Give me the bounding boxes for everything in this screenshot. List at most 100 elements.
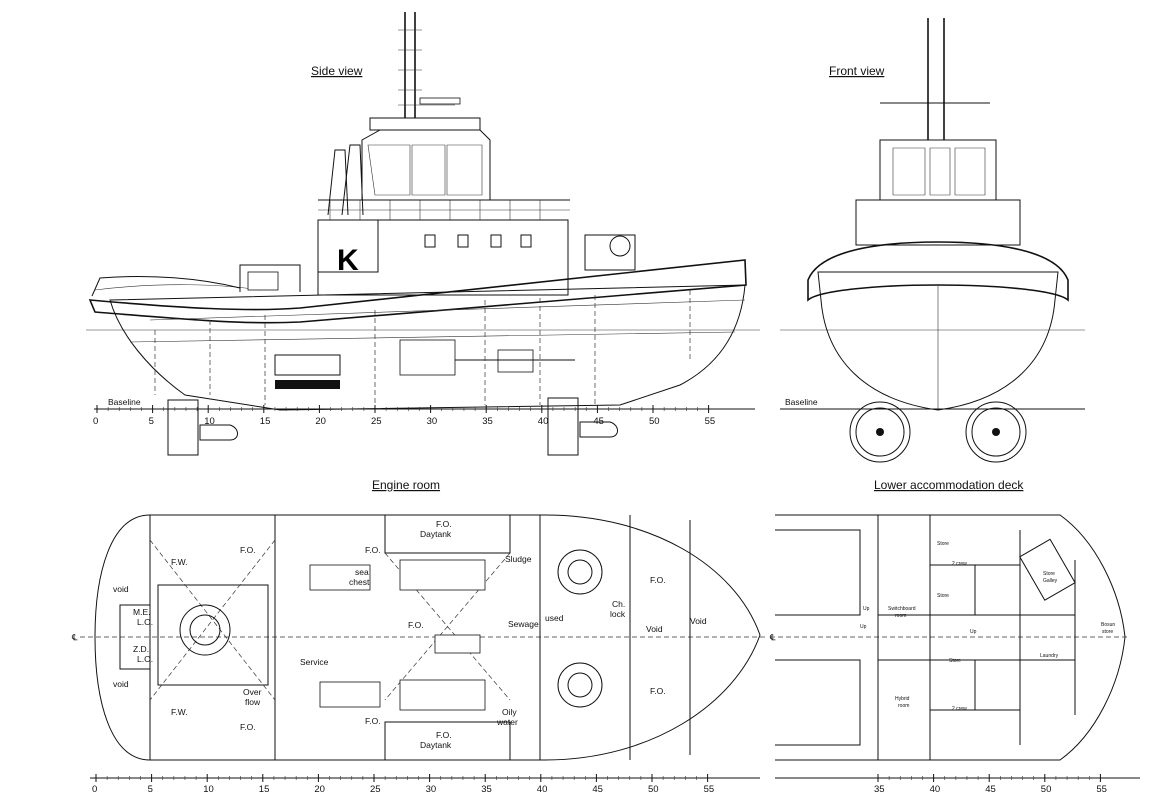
sea-chest-label: sea [355, 567, 369, 577]
fw-label: F.W. [171, 557, 188, 567]
fo-label: F.O. [408, 620, 424, 630]
front-thruster-left [849, 401, 911, 463]
scale-tick-label: 15 [260, 416, 271, 427]
thruster-plan-aft [179, 604, 231, 656]
engine-cl-mark: ℄ [71, 632, 78, 642]
scale-tick-label: 40 [537, 784, 548, 795]
gen-top [309, 564, 371, 591]
main-engine [399, 339, 456, 376]
switchboard-label: Switchboard [888, 606, 916, 612]
lower-cabins [930, 564, 1020, 711]
engine-room-title: Engine room [372, 478, 440, 492]
bosun-label: Bosun [1101, 622, 1115, 628]
scale-tick-label: 55 [704, 784, 715, 795]
scale-tick-label: 0 [93, 416, 98, 427]
scale-tick-label: 10 [203, 784, 214, 795]
thruster-plan-fwd-bottom [557, 662, 603, 708]
me-lo-label: M.E. [133, 607, 150, 617]
store-label: Store [937, 593, 949, 599]
oily-water-label-2: water [496, 717, 518, 727]
front-wheelhouse [879, 139, 997, 200]
front-thruster-right [965, 401, 1027, 463]
store-label: Store [937, 541, 949, 547]
store-galley-label: Store [1043, 571, 1055, 577]
deck-line [149, 299, 746, 321]
scale-tick-label: 10 [204, 416, 215, 427]
lower-bulkheads [877, 515, 1076, 760]
void-label: void [113, 584, 129, 594]
daytank-bottom-label: F.O. Daytank [420, 730, 454, 750]
daytank-top [384, 514, 511, 554]
overflow-label-2: flow [245, 697, 261, 707]
wheelhouse-roof [369, 117, 481, 131]
daytank-fo: F.O. [436, 730, 452, 740]
store-label: Store [949, 658, 961, 664]
mast-yards [398, 29, 455, 106]
engine-bulkheads [149, 515, 691, 760]
switch-rack [434, 634, 481, 654]
front-view-title: Front view [829, 64, 885, 78]
fo-label: F.O. [365, 545, 381, 555]
front-baseline-label: Baseline [785, 397, 818, 407]
side-view-title: Side view [311, 64, 363, 78]
scale-tick-label: 20 [314, 784, 325, 795]
forward-winch [584, 234, 636, 271]
void-label: void [113, 679, 129, 689]
up-label: Up [860, 624, 867, 630]
lower-corridor [878, 614, 1075, 661]
me-room-box [157, 584, 269, 686]
exhaust-stack-1 [327, 149, 349, 216]
store-galley-hatch [1019, 538, 1076, 601]
bow-fender [94, 284, 261, 291]
deckhouse-front-block [317, 219, 379, 273]
logo-k: K [337, 244, 359, 277]
daytank-fo: F.O. [436, 519, 452, 529]
hybrid-label-2: room [898, 703, 909, 709]
sewage-label: Sewage [508, 619, 539, 629]
lower-deck-plan: Switchboard room Hybrid room 2 crew 2 cr… [769, 514, 1140, 795]
ch-lock-label: Ch. [612, 599, 625, 609]
lo-tank [119, 604, 151, 670]
scale-tick-label: 25 [370, 784, 381, 795]
zd-lo-label: Z.D. [133, 644, 149, 654]
window [457, 234, 469, 248]
fo-label: F.O. [650, 686, 666, 696]
engine-block-bottom [399, 679, 486, 711]
bosun-label-2: store [1102, 629, 1113, 635]
fo-label: F.O. [240, 722, 256, 732]
scale-tick-label: 40 [538, 416, 549, 427]
window [424, 234, 436, 248]
fender-belt [88, 259, 747, 324]
hull-outline [109, 284, 746, 411]
scale-tick-label: 45 [985, 784, 996, 795]
fo-label: F.O. [650, 575, 666, 585]
bow-fender-top [91, 275, 241, 297]
crew-label: 2 crew [952, 706, 967, 712]
crew-label: 2 crew [952, 561, 967, 567]
fo-label: F.O. [240, 545, 256, 555]
front-view: Baseline [780, 18, 1085, 463]
lower-cl-mark: ℄ [769, 632, 776, 642]
overflow-label: Over [243, 687, 262, 697]
scale-tick-label: 15 [259, 784, 270, 795]
gearbox [497, 349, 534, 373]
scale-tick-label: 0 [92, 784, 97, 795]
scale-tick-label: 55 [705, 416, 716, 427]
frame-lines [154, 290, 691, 408]
scale-tick-label: 30 [427, 416, 438, 427]
wheelhouse [361, 129, 491, 201]
fw-label: F.W. [171, 707, 188, 717]
engine-room-plan: F.O. F.O. F.O. F.O. F.O. F.O. F.O. F.O. … [71, 514, 765, 795]
side-baseline-label: Baseline [108, 397, 141, 407]
engine-hull-outline [94, 514, 761, 761]
scale-tick-label: 35 [482, 416, 493, 427]
scale-tick-label: 35 [481, 784, 492, 795]
lower-engine-casings [775, 529, 861, 746]
up-label: Up [863, 606, 870, 612]
sea-chest-label-2: chest [349, 577, 370, 587]
store-galley-label-2: Galley [1043, 578, 1058, 584]
